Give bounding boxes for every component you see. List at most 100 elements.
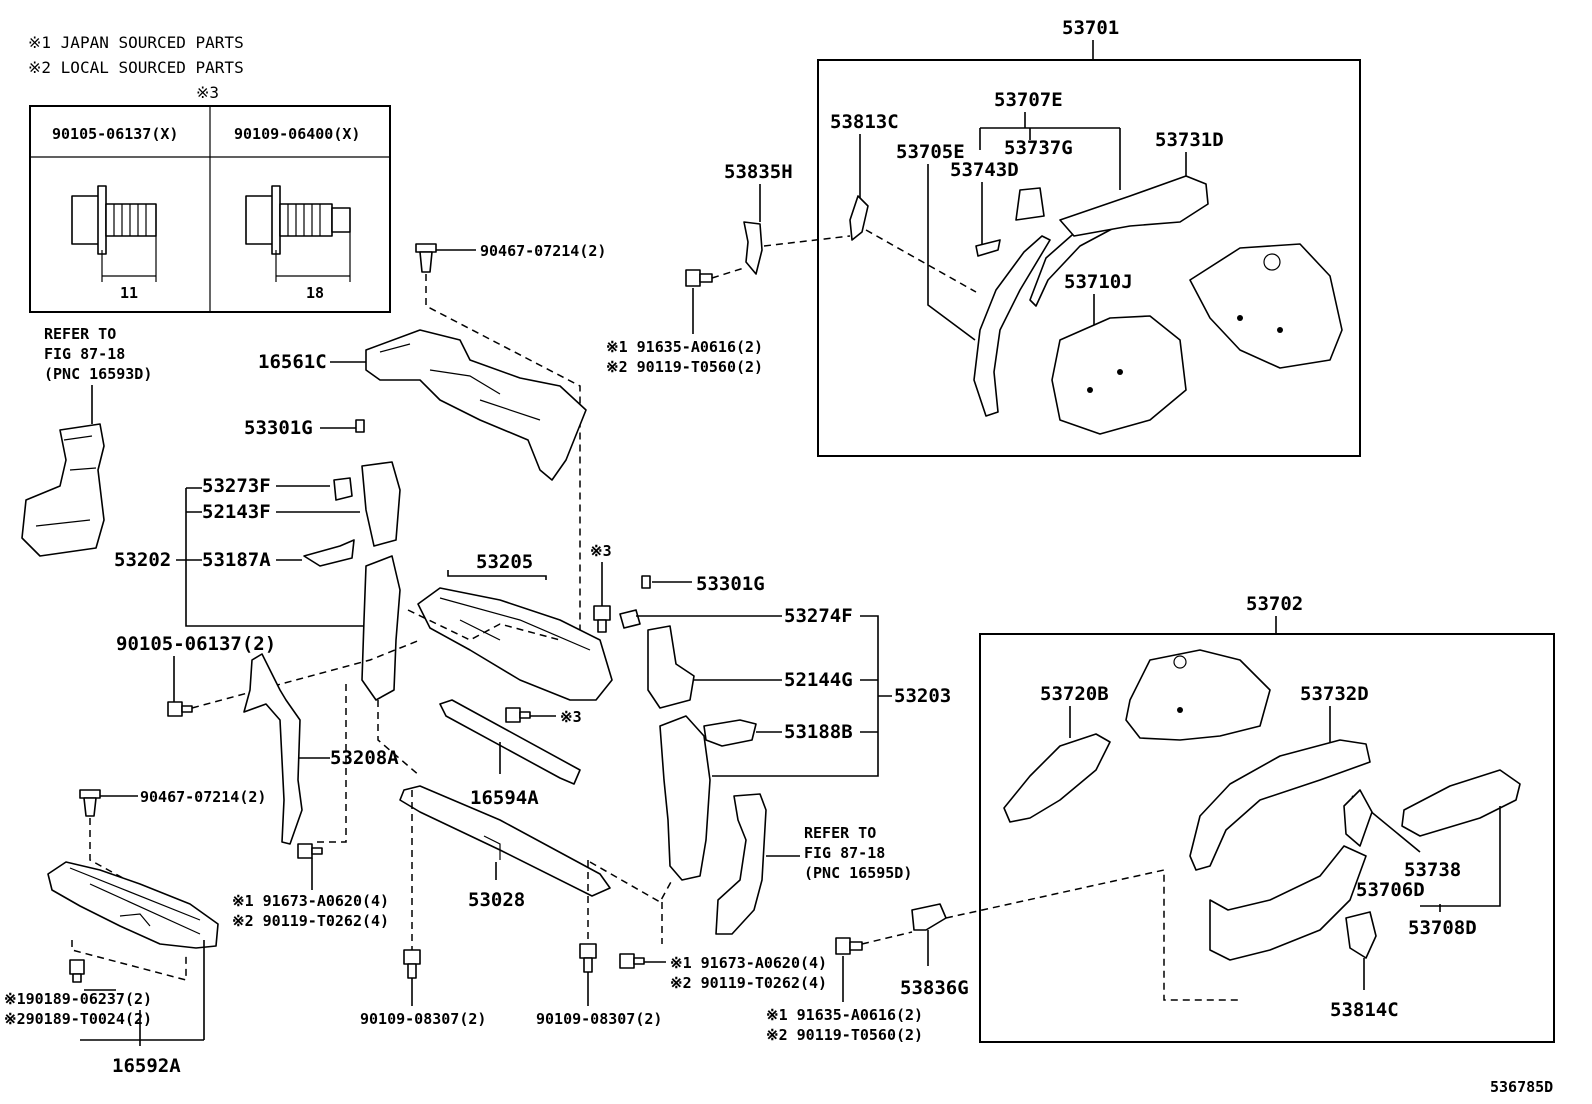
label-53813C: 53813C [830,111,899,133]
stud-90109-right-icon [579,943,597,973]
label-90109-right: 90109-08307(2) [536,1010,662,1028]
label-53738: 53738 [1404,859,1461,881]
label-53301G-left: 53301G [244,417,313,439]
label-53188B: 53188B [784,721,853,743]
label-53028: 53028 [468,889,525,911]
part-16593d-outline [21,423,105,557]
part-53705e-panel [973,235,1051,417]
part-53731d-rail [1059,175,1209,237]
label-53301G-right: 53301G [696,573,765,595]
bolt-91635-bottom-icon [835,937,863,955]
part-53710j-wheelhouse [1051,315,1187,435]
part-53835h-bracket [743,221,763,275]
part-53301g-left-icon [355,419,365,433]
label-53705E: 53705E [896,141,965,163]
part-53737g-bracket [1015,187,1045,221]
label-52144G: 52144G [784,669,853,691]
label-53731D: 53731D [1155,129,1224,151]
part-52144g-panel [647,625,695,709]
label-53708D: 53708D [1408,917,1477,939]
label-90189-1: ※190189-06237(2) [4,990,152,1008]
label-90467-bottom: 90467-07214(2) [140,788,266,806]
label-90467-top: 90467-07214(2) [480,242,606,260]
bolt-inset-table: 90105-06137(X) 90109-06400(X) 11 18 [29,105,391,313]
bolt-note3-mid-icon [593,605,611,633]
inset-dim-18: 18 [306,284,324,302]
label-16594A: 16594A [470,787,539,809]
part-53738-rail [1401,769,1521,837]
part-16561c-duct [365,329,587,481]
legend-japan-sourced: ※1 JAPAN SOURCED PARTS [28,33,244,52]
label-90119-left: ※2 90119-T0262(4) [232,912,389,930]
part-53701-housing [1189,243,1343,369]
clip-90467-top-icon [415,243,437,273]
part-53702-housing [1125,649,1271,741]
inset-dim-11: 11 [120,284,138,302]
part-53202-pillar [361,555,401,701]
label-note3-bolt: ※3 [560,708,582,726]
part-53188b-bracket [703,719,757,747]
part-53814c-bracket [1345,911,1377,959]
part-53743d-clip [975,239,1001,257]
inset-part-90109: 90109-06400(X) [234,125,360,143]
part-53836g-bracket [911,903,947,931]
clip-90189-icon [69,959,85,983]
refer-left-line2: FIG 87-18 [44,345,125,363]
label-90109-left: 90109-08307(2) [360,1010,486,1028]
figure-id: 536785D [1490,1078,1553,1096]
label-16592A: 16592A [112,1055,181,1077]
label-53187A: 53187A [202,549,271,571]
clip-90467-bottom-icon [79,789,101,817]
stud-90109-left-icon [403,949,421,979]
label-90119-top: ※2 90119-T0560(2) [606,358,763,376]
label-53706D: 53706D [1356,879,1425,901]
bolt-91635-top-icon [685,269,713,287]
part-53813c-bracket [849,195,869,241]
refer-right-line1: REFER TO [804,824,876,842]
flange-bolt-short-icon [71,185,157,282]
label-16561C: 16561C [258,351,327,373]
label-91635-bottom: ※1 91635-A0616(2) [766,1006,923,1024]
label-53710J: 53710J [1064,271,1133,293]
label-53707E: 53707E [994,89,1063,111]
label-90119-right: ※2 90119-T0262(4) [670,974,827,992]
part-16592a-cover [47,861,219,949]
flange-bolt-long-icon [245,185,351,282]
bolt-note3-lower-icon [505,707,531,723]
bolt-91673-left-icon [297,843,323,859]
refer-right-line2: FIG 87-18 [804,844,885,862]
label-53205: 53205 [476,551,533,573]
label-53836G: 53836G [900,977,969,999]
label-53274F: 53274F [784,605,853,627]
part-52143f-panel [361,461,401,547]
bolt-90105-left-icon [167,701,193,717]
part-53708d-wheelhouse [1209,845,1367,961]
legend-local-sourced: ※2 LOCAL SOURCED PARTS [28,58,244,77]
label-53202: 53202 [114,549,171,571]
part-53301g-right-icon [641,575,651,589]
part-53706d-panel [1343,789,1373,847]
refer-right-line3: (PNC 16595D) [804,864,912,882]
label-53203: 53203 [894,685,951,707]
label-53743D: 53743D [950,159,1019,181]
part-53028-rail [399,785,611,897]
label-53273F: 53273F [202,475,271,497]
part-53203-pillar [659,715,711,881]
part-53732d-apron [1189,739,1371,871]
label-90189-2: ※290189-T0024(2) [4,1010,152,1028]
part-16595d-outline [715,793,767,935]
label-53702: 53702 [1246,593,1303,615]
bolt-91673-right-icon [619,953,645,969]
label-53737G: 53737G [1004,137,1073,159]
label-91673-left: ※1 91673-A0620(4) [232,892,389,910]
part-53187a-bracket [303,539,355,567]
label-53208A: 53208A [330,747,399,769]
part-53205-support [417,587,613,701]
label-53732D: 53732D [1300,683,1369,705]
refer-left-line1: REFER TO [44,325,116,343]
label-53720B: 53720B [1040,683,1109,705]
label-52143F: 52143F [202,501,271,523]
label-53835H: 53835H [724,161,793,183]
label-90119-bottom: ※2 90119-T0560(2) [766,1026,923,1044]
